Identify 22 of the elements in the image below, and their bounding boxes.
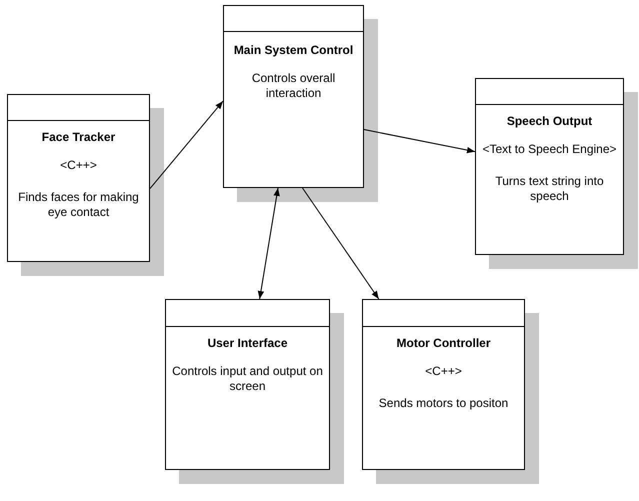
component-description: Controls input and output on screen bbox=[171, 364, 324, 394]
arrow bbox=[150, 100, 224, 190]
class-box bbox=[7, 94, 150, 262]
component-description: Sends motors to positon bbox=[378, 396, 508, 411]
arrow bbox=[302, 188, 380, 300]
component-title: Face Tracker bbox=[42, 130, 116, 145]
component-technology: <C++> bbox=[425, 364, 462, 379]
component-title: User Interface bbox=[207, 336, 288, 351]
arrow bbox=[258, 188, 280, 300]
component-description: Turns text string into speech bbox=[494, 174, 605, 204]
class-box bbox=[165, 299, 330, 470]
arrow bbox=[364, 129, 476, 154]
component-technology: <Text to Speech Engine> bbox=[482, 142, 617, 157]
component-title: Main System Control bbox=[234, 43, 354, 58]
component-title: Motor Controller bbox=[396, 336, 490, 351]
class-box bbox=[475, 78, 624, 255]
class-box bbox=[223, 5, 364, 188]
component-technology: <C++> bbox=[60, 158, 97, 173]
class-box bbox=[362, 299, 525, 470]
component-title: Speech Output bbox=[506, 114, 592, 129]
component-description: Finds faces for making eye contact bbox=[17, 190, 140, 220]
component-description: Controls overall interaction bbox=[250, 71, 336, 101]
